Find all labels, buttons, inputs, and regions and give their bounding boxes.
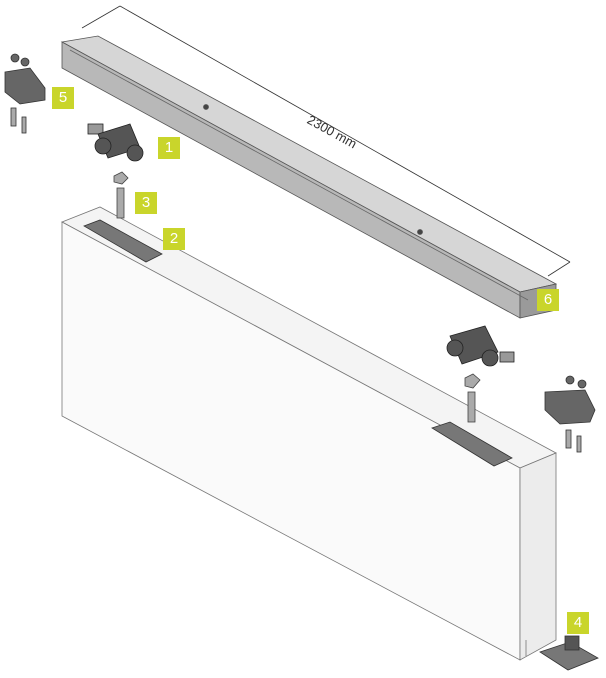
roller-carriage-left bbox=[87, 123, 144, 162]
callout-2: 2 bbox=[163, 228, 185, 250]
callout-5: 5 bbox=[52, 87, 74, 109]
callout-4: 4 bbox=[567, 612, 589, 634]
callout-1: 1 bbox=[158, 137, 180, 159]
callout-6: 6 bbox=[537, 289, 559, 311]
callout-3: 3 bbox=[135, 192, 157, 214]
roller-carriage-right bbox=[446, 325, 515, 367]
end-stop-left bbox=[4, 53, 46, 134]
door-bracket-right bbox=[431, 421, 513, 467]
end-stop-right bbox=[544, 375, 596, 453]
floor-guide bbox=[539, 635, 599, 671]
dimension-line bbox=[81, 5, 571, 277]
door-panel bbox=[61, 206, 557, 661]
bolt-right bbox=[464, 373, 481, 423]
bolt-left bbox=[113, 171, 129, 219]
door-bracket-left bbox=[83, 219, 163, 263]
